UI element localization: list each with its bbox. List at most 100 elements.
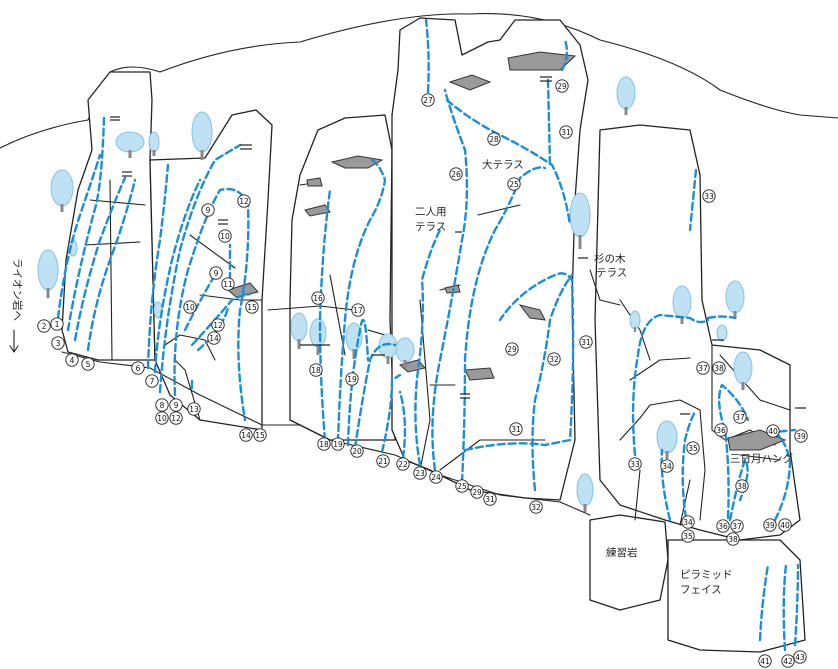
- svg-text:32: 32: [531, 503, 541, 512]
- route-number-12: 12: [211, 318, 225, 332]
- tree: [629, 310, 641, 332]
- route-number-6: 6: [131, 361, 145, 375]
- route-line: [631, 313, 710, 457]
- tree: [616, 76, 636, 115]
- route-line: [793, 563, 800, 647]
- svg-text:24: 24: [431, 473, 441, 482]
- svg-text:39: 39: [796, 432, 806, 441]
- route-line: [773, 428, 797, 522]
- svg-text:15: 15: [247, 303, 257, 312]
- tree: [733, 351, 753, 390]
- tree: [290, 312, 308, 349]
- svg-text:37: 37: [732, 522, 742, 531]
- label-lion-rock: ライオン岩へ: [11, 258, 24, 321]
- route-number-4: 4: [65, 353, 79, 367]
- route-number-35: 35: [681, 529, 695, 543]
- svg-text:43: 43: [795, 653, 805, 662]
- route-number-33: 33: [702, 189, 716, 203]
- route-line: [560, 38, 569, 72]
- tree: [656, 420, 678, 459]
- route-number-11: 11: [221, 277, 235, 291]
- route-number-1: 1: [50, 317, 64, 331]
- tree: [576, 473, 594, 512]
- route-number-19: 19: [331, 437, 345, 451]
- route-number-38: 38: [735, 479, 749, 493]
- route-line: [531, 273, 574, 492]
- route-line: [431, 88, 469, 472]
- anchors: [110, 76, 806, 415]
- route-number-25: 25: [507, 177, 521, 191]
- route-number-16: 16: [311, 291, 325, 305]
- tree: [569, 192, 591, 249]
- tree: [115, 131, 145, 158]
- svg-text:31: 31: [581, 338, 591, 347]
- route-line: [460, 166, 547, 484]
- svg-text:40: 40: [768, 427, 778, 436]
- route-number-31: 31: [509, 422, 523, 436]
- svg-text:20: 20: [352, 447, 362, 456]
- svg-text:21: 21: [378, 457, 388, 466]
- label-sugi-terrace-1: 杉の木: [594, 252, 626, 265]
- route-line: [398, 390, 407, 460]
- route-line: [424, 18, 430, 94]
- svg-text:36: 36: [718, 522, 728, 531]
- svg-text:34: 34: [683, 518, 693, 527]
- route-number-18: 18: [317, 437, 331, 451]
- svg-text:23: 23: [415, 469, 425, 478]
- svg-text:9: 9: [206, 206, 211, 215]
- svg-text:9: 9: [174, 401, 179, 410]
- svg-text:38: 38: [728, 535, 738, 544]
- route-line: [681, 410, 697, 520]
- route-line: [688, 168, 698, 232]
- label-practice-rock: 練習岩: [606, 546, 638, 559]
- svg-text:25: 25: [457, 482, 467, 491]
- route-line: [336, 158, 387, 444]
- route-number-36: 36: [714, 423, 728, 437]
- area-labels: ライオン岩へ 二人用 テラス 大テラス 杉の木 テラス 三日月ハング 練習岩 ピ…: [9, 158, 793, 596]
- route-line: [782, 563, 788, 652]
- svg-text:26: 26: [451, 170, 461, 179]
- route-number-19: 19: [345, 372, 359, 386]
- svg-text:5: 5: [86, 360, 91, 369]
- route-number-38: 38: [712, 361, 726, 375]
- svg-text:39: 39: [765, 521, 775, 530]
- svg-text:10: 10: [185, 303, 195, 312]
- route-line: [190, 292, 252, 347]
- route-number-5: 5: [81, 357, 95, 371]
- route-number-34: 34: [660, 459, 674, 473]
- route-number-31: 31: [483, 492, 497, 506]
- route-number-17: 17: [351, 303, 365, 317]
- route-number-7: 7: [145, 374, 159, 388]
- svg-text:34: 34: [662, 462, 672, 471]
- route-number-34: 34: [681, 515, 695, 529]
- svg-text:8: 8: [160, 401, 165, 410]
- svg-text:19: 19: [347, 375, 357, 384]
- route-line: [353, 342, 397, 450]
- svg-text:12: 12: [171, 414, 181, 423]
- svg-text:33: 33: [704, 192, 714, 201]
- svg-text:9: 9: [214, 269, 219, 278]
- route-number-29: 29: [505, 342, 519, 356]
- svg-text:32: 32: [549, 355, 559, 364]
- svg-text:16: 16: [313, 294, 323, 303]
- route-line: [73, 176, 127, 342]
- svg-text:12: 12: [213, 321, 223, 330]
- route-number-23: 23: [413, 466, 427, 480]
- route-number-9: 9: [201, 203, 215, 217]
- route-line: [86, 178, 137, 352]
- svg-text:38: 38: [714, 364, 724, 373]
- svg-text:40: 40: [780, 521, 790, 530]
- route-number-18: 18: [309, 363, 323, 377]
- route-line: [173, 187, 250, 422]
- label-pyramid-face-1: ピラミッド: [680, 569, 733, 581]
- route-number-31: 31: [579, 335, 593, 349]
- svg-text:38: 38: [737, 482, 747, 491]
- route-line: [153, 178, 202, 374]
- route-line: [758, 563, 770, 642]
- route-number-22: 22: [396, 457, 410, 471]
- tree: [725, 280, 745, 319]
- route-line: [146, 163, 170, 370]
- svg-text:29: 29: [557, 82, 567, 91]
- svg-text:35: 35: [688, 444, 698, 453]
- route-number-35: 35: [686, 441, 700, 455]
